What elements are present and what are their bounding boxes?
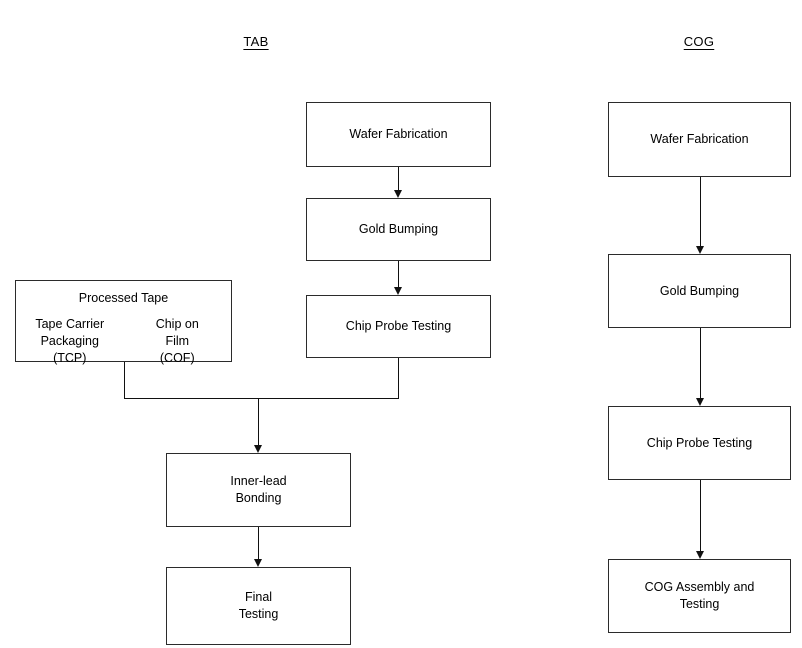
arrowhead-tab-chip-probe-testing	[394, 287, 402, 295]
arrowhead-cog-assembly	[696, 551, 704, 559]
connector-bus-to-inner-lead	[258, 398, 259, 445]
connector-tab-probe-to-bus	[398, 358, 399, 399]
column-header-tab: TAB	[243, 34, 269, 49]
node-tab-wafer-fabrication[interactable]: Wafer Fabrication	[306, 102, 491, 167]
tcp-line-2: Packaging	[40, 334, 99, 348]
node-cog-chip-probe-testing[interactable]: Chip Probe Testing	[608, 406, 791, 480]
cof-line-2: Film	[165, 334, 190, 348]
arrowhead-tab-gold-bumping	[394, 190, 402, 198]
connector-merge-bus	[124, 398, 399, 399]
connector-cog-probe-to-assembly	[700, 480, 701, 551]
connector-tab-gold-to-probe	[398, 261, 399, 287]
connector-cog-wafer-to-gold	[700, 177, 701, 246]
node-label: Wafer Fabrication	[349, 127, 448, 141]
cof-line-3: (COF)	[159, 351, 195, 365]
arrowhead-tab-inner-lead-bonding	[254, 445, 262, 453]
node-label: Chip Probe Testing	[646, 435, 753, 450]
node-cog-assembly-and-testing[interactable]: COG Assembly and Testing	[608, 559, 791, 633]
node-label: Wafer Fabrication	[650, 132, 749, 146]
node-label-line-1: Final	[244, 590, 273, 604]
node-processed-tape[interactable]: Processed Tape Tape Carrier Packaging (T…	[15, 280, 232, 365]
cof-line-1: Chip on	[155, 317, 199, 331]
tcp-line-3: (TCP)	[53, 351, 87, 365]
node-tab-gold-bumping[interactable]: Gold Bumping	[306, 198, 491, 261]
arrowhead-tab-final-testing	[254, 559, 262, 567]
connector-tab-wafer-to-gold	[398, 167, 399, 191]
node-label-line-1: Inner-lead	[230, 474, 287, 488]
node-tab-inner-lead-bonding[interactable]: Inner-lead Bonding	[166, 453, 351, 527]
node-label-line-2: Testing	[679, 597, 720, 611]
column-header-cog: COG	[683, 34, 715, 49]
node-label-line-2: Bonding	[235, 491, 282, 505]
node-label: Gold Bumping	[659, 283, 740, 298]
tcp-line-1: Tape Carrier	[35, 317, 105, 331]
processed-tape-cof: Chip on Film (COF)	[124, 316, 232, 367]
node-tab-chip-probe-testing[interactable]: Chip Probe Testing	[306, 295, 491, 358]
connector-inner-lead-to-final	[258, 527, 259, 559]
processed-tape-title: Processed Tape	[78, 291, 169, 305]
arrowhead-cog-chip-probe-testing	[696, 398, 704, 406]
node-label-line-2: Testing	[238, 607, 279, 621]
node-label: Gold Bumping	[358, 222, 439, 236]
processed-tape-columns: Tape Carrier Packaging (TCP) Chip on Fil…	[16, 307, 231, 367]
node-tab-final-testing[interactable]: Final Testing	[166, 567, 351, 645]
processed-tape-tcp: Tape Carrier Packaging (TCP)	[16, 316, 124, 367]
node-cog-wafer-fabrication[interactable]: Wafer Fabrication	[608, 102, 791, 177]
node-label-line-1: COG Assembly and	[644, 580, 755, 594]
node-cog-gold-bumping[interactable]: Gold Bumping	[608, 254, 791, 328]
connector-cog-gold-to-probe	[700, 328, 701, 398]
connector-tape-to-bus	[124, 362, 125, 399]
arrowhead-cog-gold-bumping	[696, 246, 704, 254]
node-label: Chip Probe Testing	[345, 319, 452, 333]
